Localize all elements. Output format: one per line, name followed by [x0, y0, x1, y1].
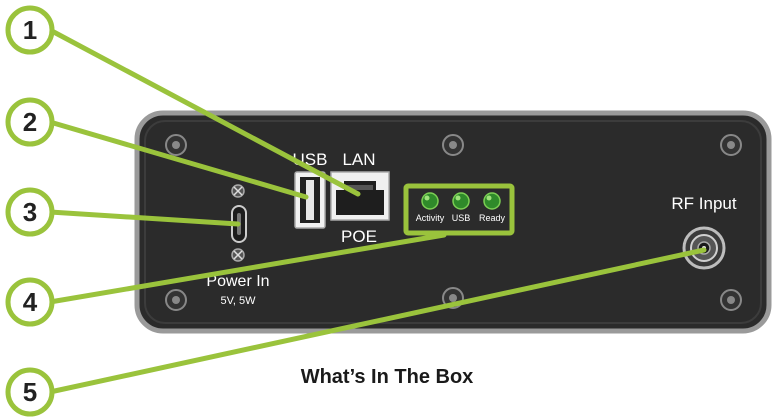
callout-leaders	[47, 27, 707, 395]
callout-3: 3	[5, 187, 55, 237]
usb-a-port-icon	[294, 171, 326, 229]
power-in-label: Power In	[206, 273, 269, 290]
caption-title: What’s In The Box	[300, 366, 474, 388]
callout-number: 5	[23, 377, 37, 407]
led-usb-icon	[452, 192, 470, 210]
callout-number: 3	[23, 197, 37, 227]
led-ready-icon	[483, 192, 501, 210]
led-indicator-panel: Activity USB Ready	[416, 192, 506, 223]
screw-icon	[720, 289, 742, 311]
led-activity-icon	[421, 192, 439, 210]
led-label: Ready	[479, 213, 506, 223]
device-panel	[134, 110, 772, 334]
led-highlight-box	[403, 183, 515, 236]
callout-4: 4	[5, 277, 55, 327]
power-spec-label: 5V, 5W	[220, 295, 256, 307]
callout-number: 4	[23, 287, 38, 317]
led-label: USB	[452, 213, 471, 223]
cross-screw-icon	[231, 248, 245, 262]
callout-2: 2	[5, 97, 55, 147]
cross-screw-icon	[231, 184, 245, 198]
screw-icon	[165, 289, 187, 311]
screw-icon	[165, 134, 187, 156]
callout-1: 1	[5, 5, 55, 55]
callout-number: 2	[23, 107, 37, 137]
callout-5: 5	[5, 367, 55, 417]
ethernet-port-icon	[330, 171, 390, 221]
rf-input-label: RF Input	[671, 194, 736, 213]
screw-icon	[442, 134, 464, 156]
screw-icon	[720, 134, 742, 156]
poe-label: POE	[341, 227, 377, 246]
led-label: Activity	[416, 213, 445, 223]
lan-port-label: LAN	[342, 150, 375, 169]
callout-number: 1	[23, 15, 37, 45]
